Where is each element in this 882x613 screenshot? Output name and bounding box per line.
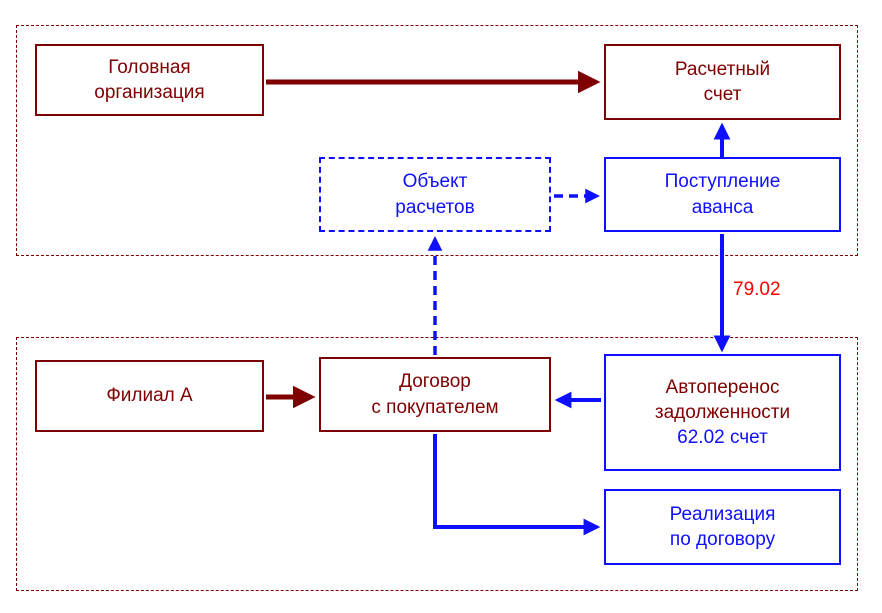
- box-sale-under-contract-label: Реализация по договору: [669, 503, 776, 550]
- box-debt-autotransfer-title: Автоперенос задолженности: [654, 376, 791, 423]
- box-customer-contract-label: Договор с покупателем: [371, 371, 499, 418]
- group-branch-a: [16, 337, 858, 591]
- box-branch-a: Филиал А: [35, 360, 264, 432]
- box-head-organization: Головная организация: [35, 44, 264, 116]
- account-79-02-label: 79.02: [733, 279, 781, 301]
- box-sale-under-contract: Реализация по договору: [604, 489, 841, 565]
- box-settlement-object-label: Объект расчетов: [395, 171, 475, 218]
- box-branch-a-label: Филиал А: [106, 385, 193, 407]
- box-settlement-object: Объект расчетов: [319, 157, 551, 232]
- box-customer-contract: Договор с покупателем: [319, 357, 551, 432]
- box-advance-receipt-label: Поступление аванса: [664, 171, 781, 218]
- box-head-organization-label: Головная организация: [94, 56, 205, 103]
- box-bank-account: Расчетный счет: [604, 44, 841, 120]
- group-head-organization: [16, 25, 858, 256]
- box-debt-autotransfer-account: 62.02 счет: [677, 427, 768, 449]
- box-advance-receipt: Поступление аванса: [604, 157, 841, 232]
- box-debt-autotransfer: Автоперенос задолженности 62.02 счет: [604, 354, 841, 471]
- box-bank-account-label: Расчетный счет: [674, 58, 771, 105]
